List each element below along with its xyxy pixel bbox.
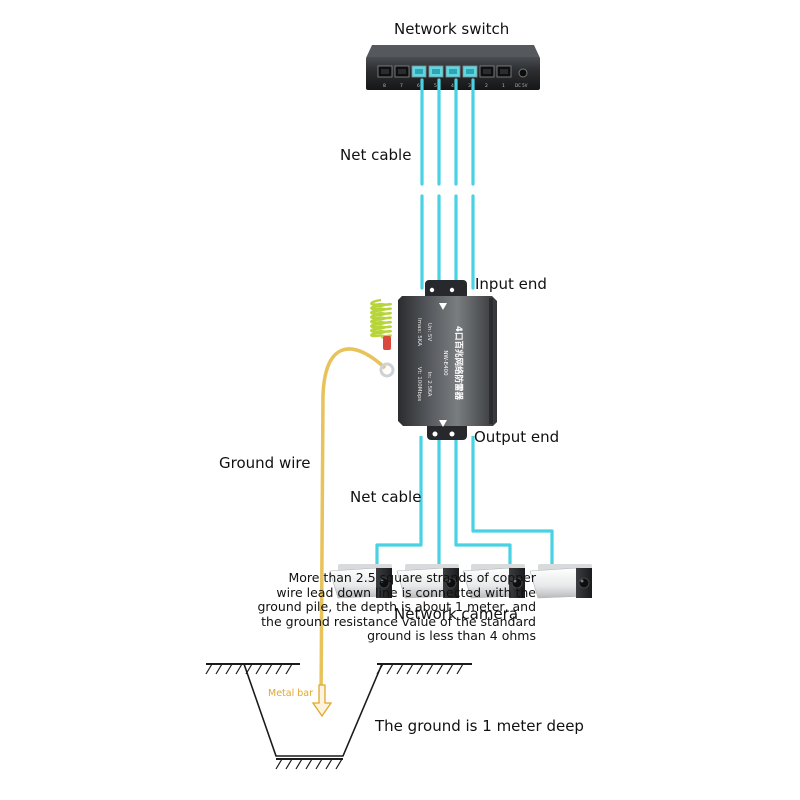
net-cable-label-top: Net cable bbox=[340, 146, 412, 164]
ground-note-line: ground is less than 4 ohms bbox=[367, 628, 536, 643]
network-surge-protector: 4口百兆网络防雷器 NW-E400 Un: 5V Imax: 5KA In: 2… bbox=[398, 280, 497, 440]
input-arrow-icon bbox=[439, 303, 447, 310]
switch-port-number: 4 bbox=[451, 83, 454, 89]
ground-note: More than 2.5 square strands of copper w… bbox=[196, 570, 536, 644]
input-port-block bbox=[425, 280, 467, 300]
protector-spec-line: Vt: 100Mbps bbox=[416, 367, 422, 402]
screw-icon bbox=[449, 431, 455, 437]
switch-port bbox=[479, 65, 495, 78]
cable-lower-3 bbox=[454, 436, 512, 566]
network-camera-icon bbox=[529, 564, 592, 599]
metal-bar-label: Metal bar bbox=[268, 688, 314, 699]
ground-depth-label: The ground is 1 meter deep bbox=[375, 717, 584, 735]
protector-spec-line: Imax: 5KA bbox=[416, 318, 422, 346]
network-camera-icon bbox=[396, 564, 459, 599]
net-cable-upper bbox=[420, 78, 475, 290]
network-switch-label: Network switch bbox=[394, 20, 510, 38]
screw-icon bbox=[449, 287, 455, 293]
cable-lower-1 bbox=[375, 436, 423, 566]
screw-icon bbox=[429, 287, 435, 293]
protector-sub-text: NW-E400 bbox=[442, 350, 448, 376]
network-camera-icon bbox=[329, 564, 392, 599]
ground-note-line: the ground resistance value of the stand… bbox=[261, 613, 536, 629]
network-camera-icon bbox=[462, 564, 525, 599]
net-cable-lower bbox=[375, 436, 554, 566]
ground-note-line: ground pile, the depth is about 1 meter,… bbox=[257, 599, 536, 614]
ground-wire bbox=[319, 347, 387, 706]
network-cameras bbox=[329, 564, 592, 599]
output-arrow-icon bbox=[439, 420, 447, 427]
protector-spec-line: Un: 5V bbox=[426, 323, 432, 342]
metal-bar-icon bbox=[311, 684, 333, 718]
switch-port-number: 6 bbox=[417, 83, 420, 89]
ground-note-line: wire lead down line is connected with th… bbox=[276, 584, 536, 600]
switch-port-number: 2 bbox=[485, 83, 488, 89]
protector-housing bbox=[398, 296, 497, 426]
switch-port bbox=[377, 65, 393, 78]
output-end-label: Output end bbox=[474, 428, 560, 446]
switch-port-number: 7 bbox=[400, 83, 403, 89]
network-camera-label: Network camera bbox=[394, 605, 519, 623]
switch-port-number: 8 bbox=[383, 83, 386, 89]
switch-port-number: 1 bbox=[502, 83, 505, 89]
power-jack-icon bbox=[518, 68, 528, 78]
ground-pit bbox=[205, 663, 472, 770]
ground-note-line: More than 2.5 square strands of copper bbox=[288, 570, 536, 585]
switch-port bbox=[411, 65, 427, 78]
spring-sleeve bbox=[383, 336, 391, 350]
switch-power-label: DC 5V bbox=[515, 83, 528, 88]
input-end-label: Input end bbox=[475, 275, 547, 293]
switch-port-numbers: 8 7 6 5 4 3 2 1 bbox=[383, 83, 505, 89]
protector-spec-line: In: 2.5KA bbox=[426, 372, 432, 397]
net-cable-label-bottom: Net cable bbox=[350, 488, 422, 506]
switch-port bbox=[496, 65, 512, 78]
switch-port-number: 5 bbox=[434, 83, 437, 89]
switch-port-row bbox=[377, 65, 512, 78]
protector-model-text: 4口百兆网络防雷器 bbox=[453, 326, 464, 400]
cable-break-marks bbox=[417, 186, 478, 194]
switch-port bbox=[445, 65, 461, 78]
switch-port-number: 3 bbox=[468, 83, 471, 89]
cable-lower-4 bbox=[471, 436, 554, 566]
switch-port bbox=[428, 65, 444, 78]
network-switch: 8 7 6 5 4 3 2 1 DC 5V bbox=[366, 45, 540, 90]
spring-coil-icon bbox=[370, 298, 395, 378]
switch-port bbox=[462, 65, 478, 78]
ground-wire-label: Ground wire bbox=[219, 454, 311, 472]
ground-terminal-ring bbox=[379, 362, 395, 378]
screw-icon bbox=[432, 431, 438, 437]
switch-port bbox=[394, 65, 410, 78]
switch-top-face bbox=[366, 45, 540, 58]
